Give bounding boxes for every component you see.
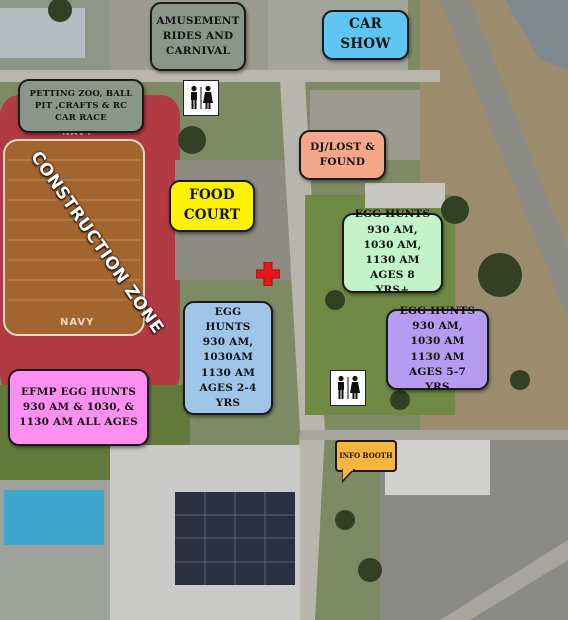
top-right-lot [505, 0, 568, 70]
efmp-egg-hunts-label[interactable]: EFMP EGG HUNTS 930 AM & 1030, & 1130 AM … [8, 369, 149, 446]
rail-corridor [440, 0, 568, 320]
info-booth-label[interactable]: INFO BOOTH [335, 440, 397, 472]
field-end-zone-text-bottom: NAVY [60, 317, 95, 328]
car-show-label[interactable]: CAR SHOW [322, 10, 409, 60]
restroom-icon-2[interactable] [330, 370, 366, 406]
info-booth-callout-tail [342, 469, 356, 483]
first-aid-icon [255, 261, 281, 287]
bottom-right-building [385, 435, 490, 495]
restroom-icon[interactable] [183, 80, 219, 116]
field-yard-lines [8, 159, 140, 301]
pool-grass [0, 460, 110, 480]
dj-lost-found-label[interactable]: DJ/LOST & FOUND [299, 130, 386, 180]
petting-zoo-label[interactable]: PETTING ZOO, BALL PIT ,CRAFTS & RC CAR R… [18, 79, 144, 133]
egg-hunts-5-7-label[interactable]: EGG HUNTS 930 AM, 1030 AM 1130 AM AGES 5… [386, 305, 489, 393]
swimming-pool [4, 490, 104, 545]
egg-hunts-8-plus-label[interactable]: EGG HUNTS 930 AM, 1030 AM, 1130 AM AGES … [342, 208, 443, 296]
restroom-figures-icon [338, 375, 360, 399]
diagonal-road [440, 540, 568, 620]
cross-road [300, 430, 568, 440]
top-left-building [0, 8, 85, 58]
long-building [365, 183, 445, 208]
restroom-figures-icon [191, 85, 213, 109]
center-road [280, 80, 325, 620]
egg-hunts-2-4-label[interactable]: EGG HUNTS 930 AM, 1030AM 1130 AM AGES 2-… [183, 301, 273, 415]
football-field [3, 139, 145, 336]
amusement-rides-label[interactable]: AMUSEMENT RIDES AND CARNIVAL [150, 2, 246, 71]
solar-panel-grid [175, 492, 295, 585]
food-court-label[interactable]: FOOD COURT [169, 180, 255, 232]
field-end-zone-text-top: NAVY [62, 128, 94, 138]
trees [48, 0, 530, 582]
medical-cross-icon[interactable] [255, 261, 281, 290]
